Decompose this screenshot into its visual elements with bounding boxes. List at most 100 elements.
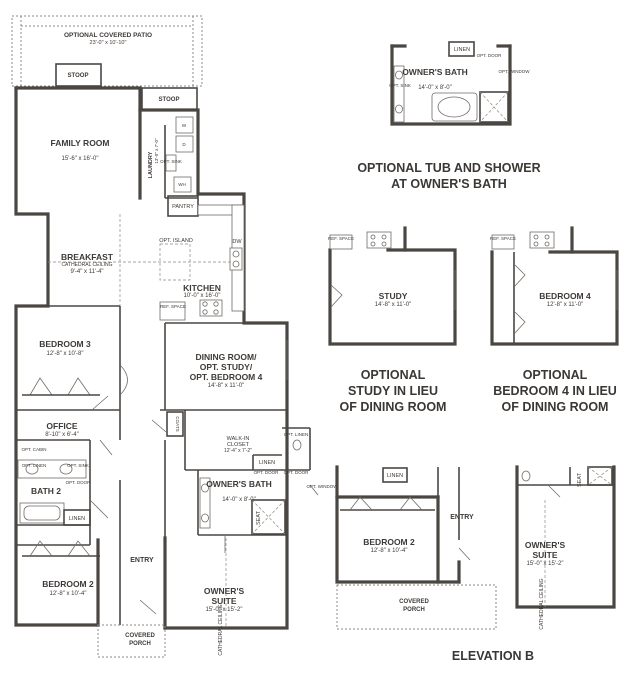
kitchen-dims: 10'-0" x 16'-0" xyxy=(184,293,221,299)
opt-bed4-caption-2: BEDROOM 4 IN LIEU xyxy=(493,384,617,398)
kitchen-counters xyxy=(159,204,245,321)
dining-line2: OPT. STUDY/ xyxy=(200,362,253,372)
opt-window-owner-label: OPT. WINDOW xyxy=(307,484,339,489)
patio-dims: 23'-0" x 10'-10" xyxy=(90,40,127,46)
linen-b-label: LINEN xyxy=(259,460,275,466)
opt-door-b-label: OPT. DOOR xyxy=(66,480,92,485)
elev-b-linen: LINEN xyxy=(387,473,403,479)
owners-bath-label: OWNER'S BATH xyxy=(206,479,272,489)
office-dims: 8'-10" x 6'-4" xyxy=(45,432,79,438)
elev-b-suite-dims: 15'-0" x 15'-2" xyxy=(527,561,564,567)
washer-label: W xyxy=(182,123,187,128)
ref-space-label: REF. SPACE xyxy=(160,304,186,309)
opt-tub-bath-dims: 14'-0" x 8'-0" xyxy=(418,85,452,91)
walk-in-line1: WALK-IN xyxy=(227,436,250,442)
opt-tub-sink: OPT. SINK xyxy=(389,83,411,88)
breakfast-label: BREAKFAST xyxy=(61,252,114,262)
family-room-dims: 15'-6" x 16'-0" xyxy=(62,156,99,162)
opt-bed4-caption-1: OPTIONAL xyxy=(523,368,588,382)
seat-label: SEAT xyxy=(256,510,262,525)
breakfast-note: CATHEDRAL CEILING xyxy=(61,262,112,268)
opt-bed4-dims: 12'-8" x 11'-0" xyxy=(547,302,583,308)
owners-suite-dims: 15'-0" x 15'-2" xyxy=(206,607,243,613)
elev-b-caption: ELEVATION B xyxy=(452,649,534,663)
water-heater-label: WH xyxy=(178,182,186,187)
bedroom2-dims: 12'-8" x 10'-4" xyxy=(50,591,87,597)
opt-cabin-label: OPT. CABIN xyxy=(21,447,46,452)
opt-tub-caption-1: OPTIONAL TUB AND SHOWER xyxy=(357,161,540,175)
opt-study-caption-3: OF DINING ROOM xyxy=(340,400,447,414)
elev-b-suite-2: SUITE xyxy=(532,550,557,560)
opt-island-label: OPT. ISLAND xyxy=(159,238,193,244)
opt-bed4-name: BEDROOM 4 xyxy=(539,291,591,301)
opt-study-section: REF. SPACE STUDY 14'-8" x 11'-0" OPTIONA… xyxy=(328,226,457,414)
main-plan xyxy=(11,15,319,658)
walk-in-dims: 12'-4" x 7'-2" xyxy=(224,448,252,454)
dryer-label: D xyxy=(182,142,186,147)
stoop-right-label: STOOP xyxy=(159,97,180,103)
bedroom3-dims: 12'-8" x 10'-8" xyxy=(47,351,84,357)
laundry-dims: 13'-0" x 7'-0" xyxy=(154,138,159,164)
stoop-left-label: STOOP xyxy=(68,73,89,79)
opt-tub-window: OPT. WINDOW xyxy=(499,69,531,74)
opt-tub-section: LINEN OPT. DOOR OPT. WINDOW OPT. SINK OW… xyxy=(357,41,541,191)
dining-line3: OPT. BEDROOM 4 xyxy=(190,372,263,382)
entry-label: ENTRY xyxy=(130,557,154,564)
main-plan-labels: OPTIONAL COVERED PATIO 23'-0" x 10'-10" … xyxy=(21,32,338,656)
walk-in-line2: CLOSET xyxy=(227,442,250,448)
opt-study-name: STUDY xyxy=(379,291,408,301)
interior-walls xyxy=(16,125,311,625)
family-room-label: FAMILY ROOM xyxy=(50,138,109,148)
dw-label: DW xyxy=(232,239,242,245)
opt-bed4-caption-3: OF DINING ROOM xyxy=(502,400,609,414)
owners-suite-line1: OWNER'S xyxy=(204,586,245,596)
opt-sink-b-label: OPT. SINK xyxy=(67,463,89,468)
opt-linen-a-label: OPT. LINEN xyxy=(22,463,47,468)
elev-b-cathedral: CATHEDRAL CEILING xyxy=(539,578,545,629)
opt-study-caption-2: STUDY IN LIEU xyxy=(348,384,438,398)
dining-dims: 14'-8" x 11'-0" xyxy=(208,383,244,389)
dining-line1: DINING ROOM/ xyxy=(196,352,258,362)
stoop-left xyxy=(55,63,102,87)
opt-tub-linen: LINEN xyxy=(454,47,470,53)
elev-b-porch-outline xyxy=(336,584,497,630)
opt-tub-door: OPT. DOOR xyxy=(477,53,503,58)
office-label: OFFICE xyxy=(46,421,77,431)
elev-b-entry: ENTRY xyxy=(450,514,474,521)
porch-line1: COVERED xyxy=(125,633,155,639)
opt-linen-b-label: OPT. LINEN xyxy=(284,432,309,437)
linen-a-label: LINEN xyxy=(69,516,85,522)
laundry-label: LAUNDRY xyxy=(148,151,154,178)
elev-b-bed2-name: BEDROOM 2 xyxy=(363,537,415,547)
opt-study-ref: REF. SPACE xyxy=(328,236,354,241)
bedroom3-label: BEDROOM 3 xyxy=(39,339,91,349)
elevation-b-section: LINEN BEDROOM 2 12'-8" x 10'-4" ENTRY SE… xyxy=(335,465,616,663)
opt-tub-caption-2: AT OWNER'S BATH xyxy=(391,177,507,191)
bedroom2-label: BEDROOM 2 xyxy=(42,579,94,589)
laundry-opt-sink: OPT. SINK xyxy=(160,159,182,164)
elev-b-porch-1: COVERED xyxy=(399,599,429,605)
opt-study-caption-1: OPTIONAL xyxy=(361,368,426,382)
elev-b-bed2-dims: 12'-8" x 10'-4" xyxy=(371,548,408,554)
kitchen-label: KITCHEN xyxy=(183,283,221,293)
elev-b-porch-2: PORCH xyxy=(403,607,425,613)
opt-tub-bath-name: OWNER'S BATH xyxy=(402,67,468,77)
breakfast-dims: 9'-4" x 11'-4" xyxy=(70,269,103,275)
porch-line2: PORCH xyxy=(129,641,151,647)
bath2-label: BATH 2 xyxy=(31,486,61,496)
opt-bed4-ref: REF. SPACE xyxy=(490,236,516,241)
pantry-label: PANTRY xyxy=(172,204,194,210)
coats-label: COATS xyxy=(175,416,180,431)
owners-bath-dims: 14'-0" x 8'-0" xyxy=(222,497,256,503)
opt-door-owner2-label: OPT. DOOR xyxy=(284,470,310,475)
covered-porch-outline xyxy=(97,624,166,658)
elev-b-suite-1: OWNER'S xyxy=(525,540,566,550)
opt-bedroom4-section: REF. SPACE BEDROOM 4 12'-8" x 11'-0" OPT… xyxy=(490,226,619,414)
patio-name: OPTIONAL COVERED PATIO xyxy=(64,32,152,39)
owners-suite-line2: SUITE xyxy=(211,596,236,606)
opt-study-dims: 14'-8" x 11'-0" xyxy=(375,302,411,308)
opt-door-owner-label: OPT. DOOR xyxy=(254,470,280,475)
elev-b-seat: SEAT xyxy=(577,472,583,487)
cathedral-label: CATHEDRAL CEILING xyxy=(218,604,224,655)
